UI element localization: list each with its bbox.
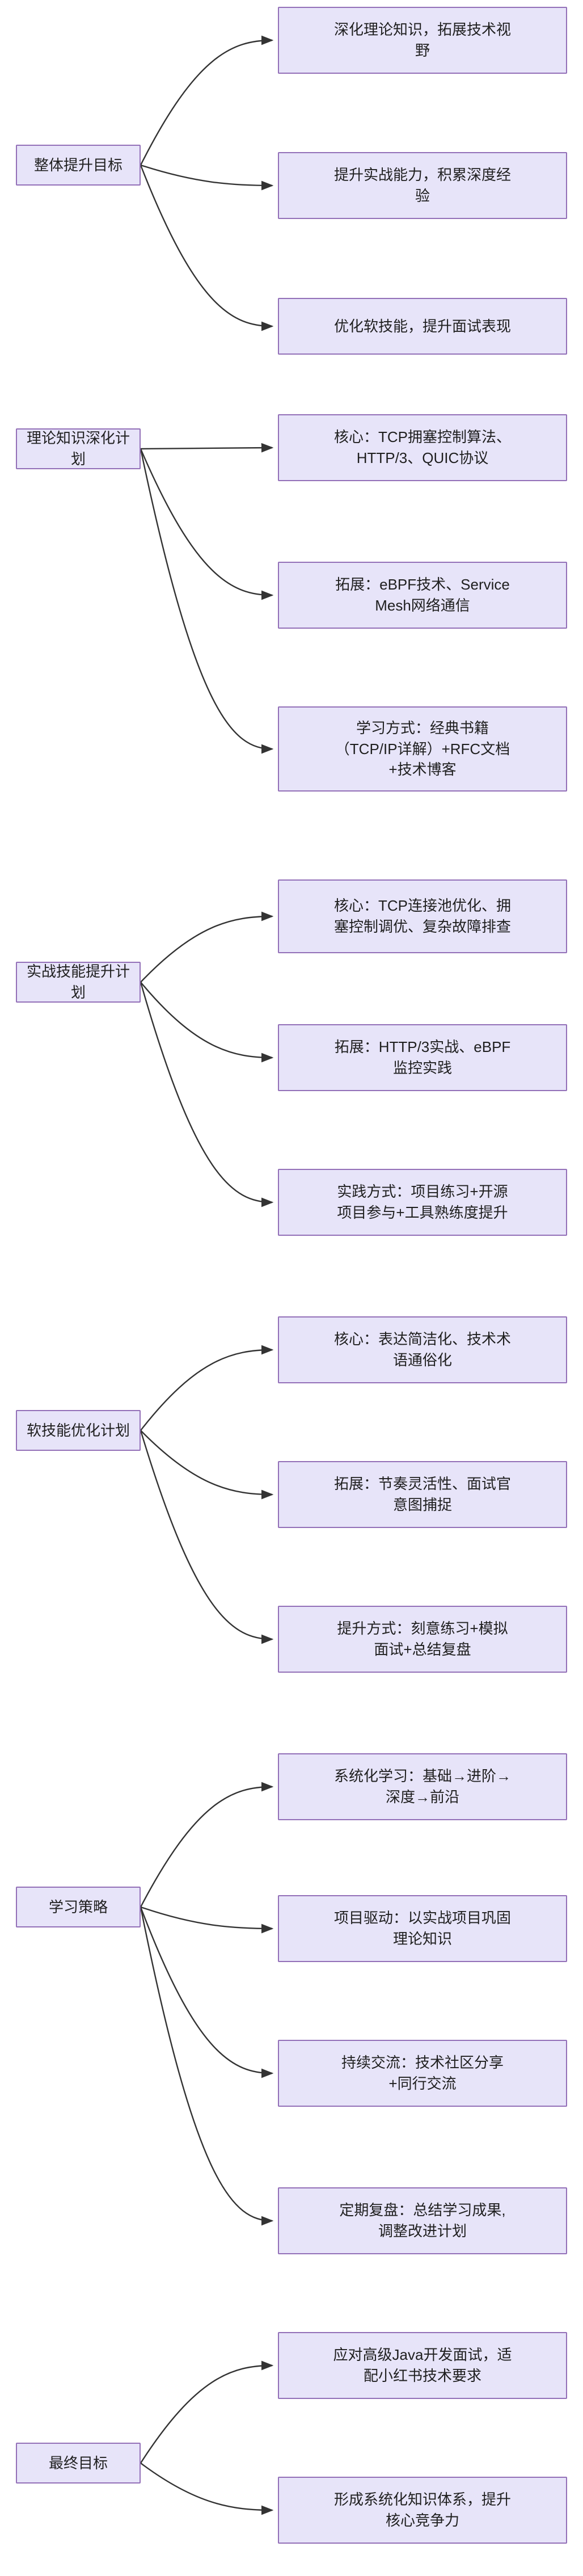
node-label: 拓展：eBPF技术、Service Mesh网络通信 [335, 576, 510, 614]
node-label: 形成系统化知识体系，提升 核心竞争力 [333, 2491, 511, 2529]
node-label: 实践方式：项目练习+开源 项目参与+工具熟练度提升 [337, 1183, 508, 1221]
edge-实战技能提升计划-to-核心-TCP连接池优化-拥-塞控制调优-复杂故障排查 [140, 911, 274, 983]
child-node-核心-TCP连接池优化-拥-塞控制调优-复杂故障排查[interactable]: 核心：TCP连接池优化、拥 塞控制调优、复杂故障排查 [278, 879, 567, 953]
edge-实战技能提升计划-to-实践方式-项目练习-开源-项目参与-工具熟练度提升 [140, 982, 274, 1207]
node-label: 深化理论知识，拓展技术视 野 [333, 21, 511, 59]
child-node-定期复盘-总结学习成果-调整改进计划[interactable]: 定期复盘：总结学习成果, 调整改进计划 [278, 2187, 567, 2254]
node-label: 持续交流：技术社区分享 +同行交流 [341, 2054, 504, 2092]
edge-整体提升目标-to-提升实战能力-积累深度经-验 [140, 164, 274, 191]
node-label: 拓展：HTTP/3实战、eBPF 监控实践 [334, 1038, 511, 1076]
edge-学习策略-to-系统化学习-基础-进阶-深度-前沿 [140, 1782, 274, 1908]
node-label: 学习方式：经典书籍 （TCP/IP详解）+RFC文档 +技术博客 [335, 719, 510, 778]
parent-node-实战技能提升计划[interactable]: 实战技能提升计划 [16, 962, 141, 1003]
edge-整体提升目标-to-深化理论知识-拓展技术视-野 [140, 35, 274, 166]
parent-node-软技能优化计划[interactable]: 软技能优化计划 [16, 1410, 141, 1451]
node-label: 提升方式：刻意练习+模拟 面试+总结复盘 [337, 1620, 508, 1658]
node-label: 整体提升目标 [33, 156, 122, 174]
child-node-持续交流-技术社区分享-同行交流[interactable]: 持续交流：技术社区分享 +同行交流 [278, 2040, 567, 2107]
child-node-提升方式-刻意练习-模拟-面试-总结复盘[interactable]: 提升方式：刻意练习+模拟 面试+总结复盘 [278, 1606, 567, 1673]
parent-node-理论知识深化计划[interactable]: 理论知识深化计划 [16, 428, 141, 469]
child-node-拓展-节奏灵活性-面试官-意图捕捉[interactable]: 拓展：节奏灵活性、面试官 意图捕捉 [278, 1461, 567, 1528]
node-label: 核心：TCP连接池优化、拥 塞控制调优、复杂故障排查 [333, 897, 511, 935]
child-node-项目驱动-以实战项目巩固-理论知识[interactable]: 项目驱动：以实战项目巩固 理论知识 [278, 1895, 567, 1962]
edge-软技能优化计划-to-拓展-节奏灵活性-面试官-意图捕捉 [140, 1430, 274, 1500]
edge-学习策略-to-定期复盘-总结学习成果-调整改进计划 [140, 1906, 274, 2226]
child-node-学习方式-经典书籍-TCP-IP详解-RFC文档-技术博客[interactable]: 学习方式：经典书籍 （TCP/IP详解）+RFC文档 +技术博客 [278, 706, 567, 792]
edge-软技能优化计划-to-核心-表达简洁化-技术术-语通俗化 [140, 1345, 274, 1431]
child-node-拓展-eBPF技术-Service-Mesh网络通信[interactable]: 拓展：eBPF技术、Service Mesh网络通信 [278, 562, 567, 629]
child-node-形成系统化知识体系-提升-核心竞争力[interactable]: 形成系统化知识体系，提升 核心竞争力 [278, 2477, 567, 2544]
child-node-提升实战能力-积累深度经-验[interactable]: 提升实战能力，积累深度经 验 [278, 152, 567, 219]
child-node-实践方式-项目练习-开源-项目参与-工具熟练度提升[interactable]: 实践方式：项目练习+开源 项目参与+工具熟练度提升 [278, 1169, 567, 1236]
edge-最终目标-to-形成系统化知识体系-提升-核心竞争力 [140, 2463, 274, 2515]
child-node-优化软技能-提升面试表现[interactable]: 优化软技能，提升面试表现 [278, 298, 567, 355]
edge-理论知识深化计划-to-核心-TCP拥塞控制算法-HTTP-3-QUIC协议 [140, 443, 274, 453]
parent-node-整体提升目标[interactable]: 整体提升目标 [16, 145, 141, 186]
edge-理论知识深化计划-to-学习方式-经典书籍-TCP-IP详解-RFC文档-技术博客 [140, 448, 274, 754]
edge-学习策略-to-持续交流-技术社区分享-同行交流 [140, 1906, 274, 2078]
child-node-核心-表达简洁化-技术术-语通俗化[interactable]: 核心：表达简洁化、技术术 语通俗化 [278, 1316, 567, 1383]
node-label: 系统化学习：基础→进阶→ 深度→前沿 [333, 1767, 511, 1805]
node-label: 提升实战能力，积累深度经 验 [333, 166, 511, 204]
node-label: 软技能优化计划 [26, 1421, 130, 1439]
node-label: 应对高级Java开发面试，适 配小红书技术要求 [333, 2346, 512, 2384]
child-node-拓展-HTTP-3实战-eBPF-监控实践[interactable]: 拓展：HTTP/3实战、eBPF 监控实践 [278, 1024, 567, 1091]
child-node-核心-TCP拥塞控制算法-HTTP-3-QUIC协议[interactable]: 核心：TCP拥塞控制算法、 HTTP/3、QUIC协议 [278, 414, 567, 481]
edge-整体提升目标-to-优化软技能-提升面试表现 [140, 165, 274, 331]
child-node-应对高级Java开发面试-适-配小红书技术要求[interactable]: 应对高级Java开发面试，适 配小红书技术要求 [278, 2332, 567, 2399]
edge-最终目标-to-应对高级Java开发面试-适-配小红书技术要求 [140, 2360, 274, 2464]
node-label: 实战技能提升计划 [26, 963, 130, 1001]
node-label: 学习策略 [48, 1898, 108, 1916]
node-label: 最终目标 [48, 2454, 108, 2472]
node-label: 理论知识深化计划 [26, 430, 130, 468]
edge-软技能优化计划-to-提升方式-刻意练习-模拟-面试-总结复盘 [140, 1430, 274, 1644]
node-label: 定期复盘：总结学习成果, 调整改进计划 [339, 2202, 506, 2240]
edge-实战技能提升计划-to-拓展-HTTP-3实战-eBPF-监控实践 [140, 982, 274, 1063]
child-node-系统化学习-基础-进阶-深度-前沿[interactable]: 系统化学习：基础→进阶→ 深度→前沿 [278, 1753, 567, 1820]
node-label: 核心：TCP拥塞控制算法、 HTTP/3、QUIC协议 [333, 428, 511, 466]
connector-edges [140, 35, 274, 2515]
node-label: 核心：表达简洁化、技术术 语通俗化 [333, 1331, 511, 1369]
edge-学习策略-to-项目驱动-以实战项目巩固-理论知识 [140, 1906, 274, 1934]
parent-node-学习策略[interactable]: 学习策略 [16, 1887, 141, 1927]
parent-node-最终目标[interactable]: 最终目标 [16, 2443, 141, 2484]
node-label: 项目驱动：以实战项目巩固 理论知识 [333, 1909, 511, 1947]
node-label: 优化软技能，提升面试表现 [333, 317, 511, 335]
edge-理论知识深化计划-to-拓展-eBPF技术-Service-Mesh网络通信 [140, 448, 274, 600]
child-node-深化理论知识-拓展技术视-野[interactable]: 深化理论知识，拓展技术视 野 [278, 7, 567, 74]
node-label: 拓展：节奏灵活性、面试官 意图捕捉 [333, 1475, 511, 1513]
